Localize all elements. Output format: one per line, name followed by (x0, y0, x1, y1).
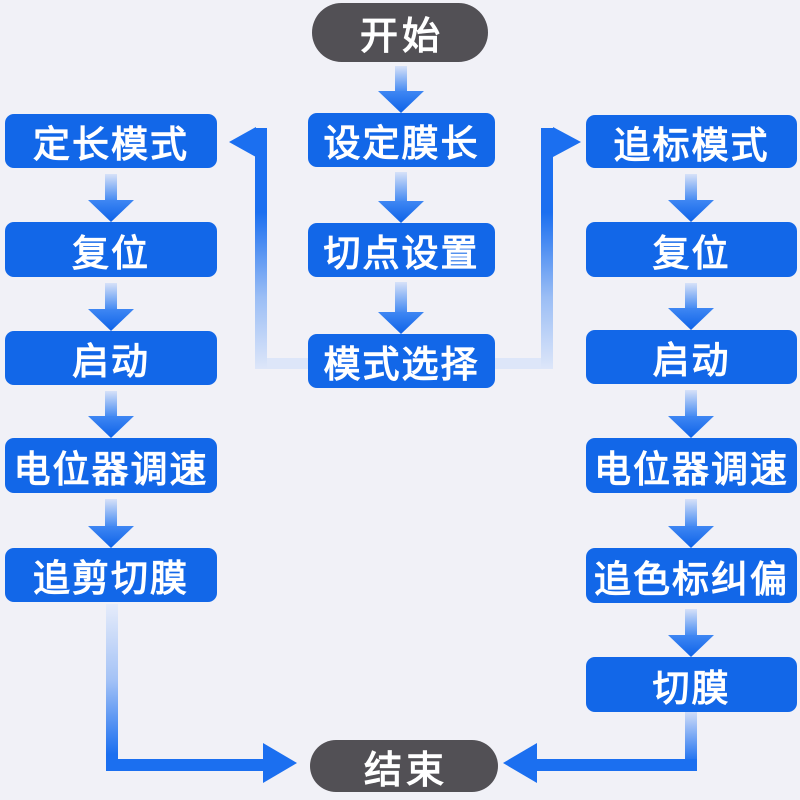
node-end: 结束 (310, 740, 498, 792)
arrow-down-icon (88, 499, 134, 548)
connector-bottom-right-horizontal (537, 759, 697, 771)
connector-bottom-left-vertical (106, 604, 118, 771)
arrow-down-icon (378, 172, 424, 223)
connector-bottom-left-horizontal (106, 759, 265, 771)
connector-left-vertical (255, 128, 267, 369)
arrow-right-icon (263, 743, 297, 783)
arrow-down-icon (668, 390, 714, 438)
arrow-down-icon (668, 499, 714, 548)
node-set-film-length: 设定膜长 (308, 113, 495, 167)
arrow-left-icon (229, 127, 256, 157)
arrow-down-icon (88, 391, 134, 438)
arrow-down-icon (668, 283, 714, 330)
node-left-reset: 复位 (5, 222, 217, 277)
node-chase-cut-film: 追剪切膜 (5, 548, 217, 602)
node-mode-select: 模式选择 (308, 334, 495, 388)
connector-right-horizontal (495, 358, 541, 369)
node-right-potentiometer-speed: 电位器调速 (586, 438, 797, 493)
node-chase-mark-mode: 追标模式 (586, 115, 797, 168)
node-start: 开始 (312, 3, 488, 62)
arrow-left-icon (503, 743, 537, 783)
node-left-potentiometer-speed: 电位器调速 (5, 438, 217, 493)
connector-bottom-right-vertical (685, 712, 697, 771)
arrow-down-icon (668, 609, 714, 657)
node-right-reset: 复位 (586, 222, 797, 277)
node-left-start: 启动 (5, 331, 217, 385)
arrow-down-icon (88, 174, 134, 222)
node-right-start: 启动 (586, 330, 797, 384)
arrow-down-icon (378, 66, 424, 113)
arrow-down-icon (378, 282, 424, 334)
node-cut-point-setting: 切点设置 (308, 223, 495, 277)
arrow-down-icon (668, 174, 714, 222)
node-color-mark-correction: 追色标纠偏 (586, 548, 797, 603)
connector-right-vertical (541, 128, 553, 369)
arrow-right-icon (553, 127, 581, 157)
node-fixed-length-mode: 定长模式 (5, 114, 217, 168)
arrow-down-icon (88, 283, 134, 331)
connector-left-horizontal (264, 358, 308, 369)
node-cut-film: 切膜 (586, 657, 797, 712)
